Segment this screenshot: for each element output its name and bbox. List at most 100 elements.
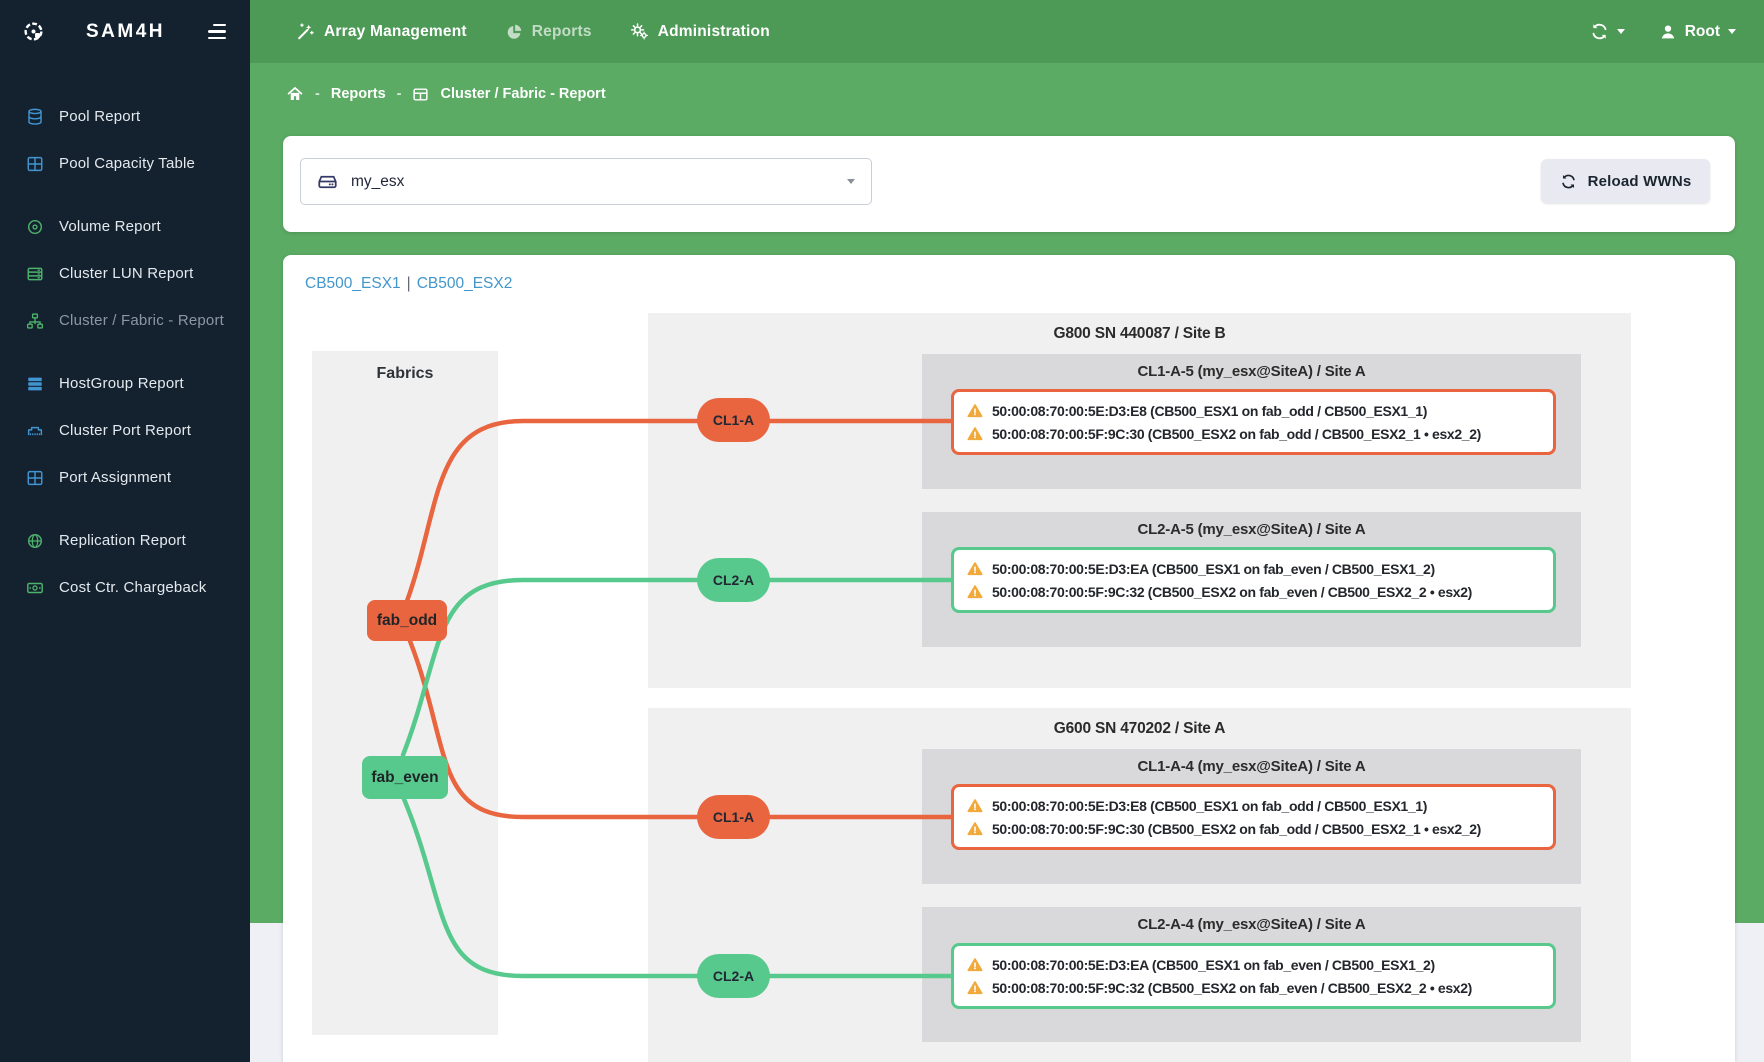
filter-card: my_esx Reload WWNs — [283, 136, 1735, 232]
sidebar-item-cluster-port-report[interactable]: Cluster Port Report — [0, 407, 250, 454]
port-node-cl2a-g800: CL2-A — [697, 558, 770, 602]
sync-menu[interactable] — [1590, 22, 1625, 41]
sync-icon — [1560, 173, 1577, 190]
sidebar-item-cost-ctr-chargeback[interactable]: Cost Ctr. Chargeback — [0, 564, 250, 611]
globe-icon — [25, 532, 45, 550]
sidebar-item-pool-report[interactable]: Pool Report — [0, 93, 250, 140]
fabrics-title: Fabrics — [376, 365, 434, 382]
cluster-links: CB500_ESX1 | CB500_ESX2 — [305, 275, 512, 293]
wwn-row: 50:00:08:70:00:5E:D3:EA (CB500_ESX1 on f… — [967, 557, 1540, 580]
nav-label: Reports — [531, 22, 592, 40]
breadcrumb-separator: - — [396, 86, 402, 102]
wwn-box-cl2a4: 50:00:08:70:00:5E:D3:EA (CB500_ESX1 on f… — [951, 943, 1556, 1009]
link-separator: | — [406, 275, 411, 292]
brand-header: SAM4H — [0, 0, 250, 63]
navbar-menu: Array Management Reports Administration — [296, 22, 770, 41]
database-icon — [25, 108, 45, 126]
gears-icon — [630, 22, 649, 41]
report-card: CB500_ESX1 | CB500_ESX2 Fabrics G800 SN 44… — [283, 255, 1735, 1062]
wwn-row: 50:00:08:70:00:5F:9C:32 (CB500_ESX2 on f… — [967, 580, 1540, 603]
port-group-title: CL2-A-4 (my_esx@SiteA) / Site A — [1137, 916, 1366, 933]
sync-icon — [1590, 22, 1609, 41]
warning-icon — [967, 426, 983, 440]
wwn-text: 50:00:08:70:00:5E:D3:EA (CB500_ESX1 on f… — [992, 956, 1435, 973]
chevron-down-icon — [1728, 29, 1736, 34]
sidebar-item-label: Volume Report — [59, 218, 161, 235]
cluster-link-cb500-esx1[interactable]: CB500_ESX1 — [305, 275, 401, 292]
wwn-box-cl2a5: 50:00:08:70:00:5E:D3:EA (CB500_ESX1 on f… — [951, 547, 1556, 613]
sidebar-item-pool-capacity-table[interactable]: Pool Capacity Table — [0, 140, 250, 187]
warning-icon — [967, 798, 983, 812]
warning-icon — [967, 821, 983, 835]
selected-cluster-value: my_esx — [351, 172, 405, 190]
warning-icon — [967, 561, 983, 575]
sidebar-item-port-assignment[interactable]: Port Assignment — [0, 454, 250, 501]
cluster-link-cb500-esx2[interactable]: CB500_ESX2 — [416, 275, 513, 292]
sidebar-toggle-button[interactable] — [206, 20, 228, 43]
nav-item-array-management[interactable]: Array Management — [296, 22, 467, 41]
port-node-cl1a-g600: CL1-A — [697, 795, 770, 839]
nav-item-reports[interactable]: Reports — [505, 23, 592, 41]
sidebar-group: Pool Report Pool Capacity Table — [0, 93, 250, 187]
sidebar-item-label: Replication Report — [59, 532, 186, 549]
user-icon — [1659, 23, 1677, 41]
chevron-down-icon — [847, 179, 855, 184]
sidebar-item-label: Cluster Port Report — [59, 422, 192, 439]
nav-item-administration[interactable]: Administration — [630, 22, 770, 41]
wwn-text: 50:00:08:70:00:5E:D3:EA (CB500_ESX1 on f… — [992, 560, 1435, 577]
sidebar-item-volume-report[interactable]: Volume Report — [0, 203, 250, 250]
sidebar-group: Volume Report Cluster LUN Report Cluster… — [0, 203, 250, 344]
fabric-node-fab-odd: fab_odd — [367, 600, 447, 641]
wwn-text: 50:00:08:70:00:5F:9C:30 (CB500_ESX2 on f… — [992, 820, 1481, 837]
nav-label: Array Management — [324, 22, 467, 40]
reload-wwns-label: Reload WWNs — [1587, 172, 1692, 190]
sidebar-item-label: Cluster / Fabric - Report — [59, 312, 225, 329]
table-icon — [412, 86, 429, 103]
breadcrumb-item-reports[interactable]: Reports — [330, 86, 386, 102]
port-group-title: CL1-A-4 (my_esx@SiteA) / Site A — [1137, 758, 1366, 775]
wwn-text: 50:00:08:70:00:5F:9C:32 (CB500_ESX2 on f… — [992, 583, 1472, 600]
nav-label: Administration — [657, 22, 770, 40]
server-stack-icon — [25, 375, 45, 393]
navbar-right: Root — [1590, 22, 1736, 41]
sitemap-icon — [25, 312, 45, 330]
app-title: SAM4H — [85, 20, 165, 42]
port-node-cl2a-g600: CL2-A — [697, 954, 770, 998]
chevron-down-icon — [1616, 29, 1625, 34]
app-logo-icon — [22, 20, 45, 43]
home-icon[interactable] — [286, 85, 304, 103]
drive-icon — [317, 171, 338, 192]
port-group-title: CL1-A-5 (my_esx@SiteA) / Site A — [1137, 363, 1366, 380]
user-menu[interactable]: Root — [1659, 23, 1736, 41]
grid-icon — [25, 469, 45, 487]
warning-icon — [967, 957, 983, 971]
table-icon — [25, 155, 45, 173]
reload-wwns-button[interactable]: Reload WWNs — [1541, 159, 1710, 203]
sidebar-group: HostGroup Report Cluster Port Report Por… — [0, 360, 250, 501]
fabric-node-fab-even: fab_even — [362, 756, 448, 799]
sidebar-item-cluster-lun-report[interactable]: Cluster LUN Report — [0, 250, 250, 297]
sidebar-item-replication-report[interactable]: Replication Report — [0, 517, 250, 564]
sidebar-item-label: Port Assignment — [59, 469, 172, 486]
array-panel-title: G600 SN 470202 / Site A — [1053, 720, 1226, 737]
array-panel-title: G800 SN 440087 / Site B — [1053, 325, 1226, 342]
wwn-row: 50:00:08:70:00:5E:D3:E8 (CB500_ESX1 on f… — [967, 794, 1540, 817]
money-icon — [25, 579, 45, 597]
wwn-row: 50:00:08:70:00:5F:9C:30 (CB500_ESX2 on f… — [967, 422, 1540, 445]
sidebar-item-label: Pool Capacity Table — [59, 155, 196, 172]
wand-icon — [296, 22, 315, 41]
sidebar-item-hostgroup-report[interactable]: HostGroup Report — [0, 360, 250, 407]
wwn-row: 50:00:08:70:00:5F:9C:30 (CB500_ESX2 on f… — [967, 817, 1540, 840]
wwn-row: 50:00:08:70:00:5F:9C:32 (CB500_ESX2 on f… — [967, 976, 1540, 999]
cluster-select[interactable]: my_esx — [300, 158, 872, 205]
sidebar-item-label: Pool Report — [59, 108, 141, 125]
top-navbar: Array Management Reports Administration — [250, 0, 1764, 63]
sidebar-item-cluster-fabric-report[interactable]: Cluster / Fabric - Report — [0, 297, 250, 344]
warning-icon — [967, 584, 983, 598]
port-node-cl1a-g800: CL1-A — [697, 398, 770, 442]
sidebar-item-label: HostGroup Report — [59, 375, 184, 392]
sidebar-menu: Pool Report Pool Capacity Table Volume R… — [0, 63, 250, 611]
sidebar: SAM4H Pool Report Pool Capacity Table — [0, 0, 250, 1062]
wwn-text: 50:00:08:70:00:5E:D3:E8 (CB500_ESX1 on f… — [992, 797, 1428, 814]
